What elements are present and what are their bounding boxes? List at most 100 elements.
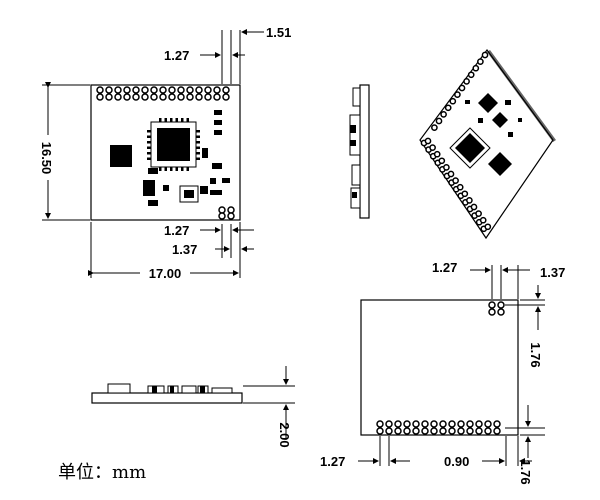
pin-pad [477,58,484,65]
pin-pad [168,93,176,101]
pin-pad [177,93,185,101]
bottom-view: 1.27 1.37 1.76 1.27 0.90 1.76 [320,260,565,485]
chip-lead [147,152,151,155]
chip-lead [196,141,200,144]
iso-top-pin-row [431,51,489,131]
pin-pad [467,71,475,79]
pin-pad [403,427,411,435]
pin-pad [439,427,447,435]
chip-lead [147,141,151,144]
pin-pad [466,197,473,204]
chip-lead [147,130,151,133]
pin-pad [412,427,420,435]
pin-pad [195,86,203,94]
pin-pad [394,420,402,428]
unit-label: 单位：mm [58,462,146,483]
side-view: 2.00 [91,366,295,448]
chip-lead [196,157,200,160]
pin-pad [439,420,447,428]
pin-pad [430,420,438,428]
bottom-view-bottom-right-offset-label: 1.76 [518,459,533,484]
chip-lead [186,167,189,171]
pin-pad [435,117,443,125]
bottom-view-right-offset-label: 1.76 [528,342,543,367]
pin-pad [96,93,104,101]
pin-pad [385,427,393,435]
pin-pad [177,86,185,94]
pin-pad [168,86,176,94]
pin-pad [466,420,474,428]
pin-pad [421,420,429,428]
pin-pad [123,86,131,94]
chip-lead [147,135,151,138]
bottom-view-top-right-pins [488,301,505,316]
pin-pad [463,78,470,85]
pin-pad [456,183,464,191]
pin-pad [470,203,478,211]
top-view-bottom-pins [218,206,235,220]
chip-lead [181,167,184,171]
pin-pad [481,51,489,59]
pin-pad [472,64,480,72]
pin-pad [213,93,221,101]
top-pin-pitch-label: 1.27 [164,48,189,63]
edge-view [349,84,370,219]
chip-lead [175,167,178,171]
pin-pad [443,164,450,171]
pin-pad [493,420,501,428]
pin-pad [475,427,483,435]
pin-pad [484,420,492,428]
pin-pad [448,420,456,428]
pin-pad [213,86,221,94]
chip-lead [159,118,162,122]
chip-lead [147,146,151,149]
chip-lead [196,152,200,155]
pin-pad [475,210,482,217]
width-dimension-label: 17.00 [149,266,182,281]
pin-pad [114,93,122,101]
pin-pad [222,86,230,94]
pin-pad [458,84,466,92]
pin-pad [475,420,483,428]
pin-pad [376,420,384,428]
pin-pad [96,86,104,94]
isometric-view [419,48,556,240]
chip-lead [196,130,200,133]
pin-pad [444,104,452,112]
pin-pad [150,86,158,94]
pin-pad [493,427,501,435]
pin-pad [141,86,149,94]
pin-pad [452,177,459,184]
bottom-pin-offset-label: 1.37 [172,242,197,257]
pin-pad [222,93,230,101]
pin-pad [429,144,436,151]
chip-lead [196,135,200,138]
pin-pad [431,124,438,131]
pin-pad [385,420,393,428]
pin-pad [454,91,461,98]
pin-pad [438,157,446,165]
chip-lead [147,157,151,160]
bottom-view-bottom-pitch-label: 1.27 [320,454,345,469]
pin-pad [204,93,212,101]
pin-pad [448,427,456,435]
chip-lead [175,118,178,122]
chip-lead [186,118,189,122]
pin-pad [159,93,167,101]
bottom-view-pin-row [376,420,501,435]
pin-pad [403,420,411,428]
pin-pad [132,93,140,101]
pin-pad [484,427,492,435]
pin-pad [457,427,465,435]
bottom-pin-pitch-label: 1.27 [164,223,189,238]
top-view-pin-row [96,86,230,101]
pin-pad [461,190,469,198]
pin-pad [159,86,167,94]
chip-lead [196,146,200,149]
top-pin-offset-label: 1.51 [266,25,291,40]
pin-pad [466,427,474,435]
pin-pad [186,93,194,101]
chip-lead [159,167,162,171]
bottom-view-top-pitch-label: 1.27 [432,260,457,275]
